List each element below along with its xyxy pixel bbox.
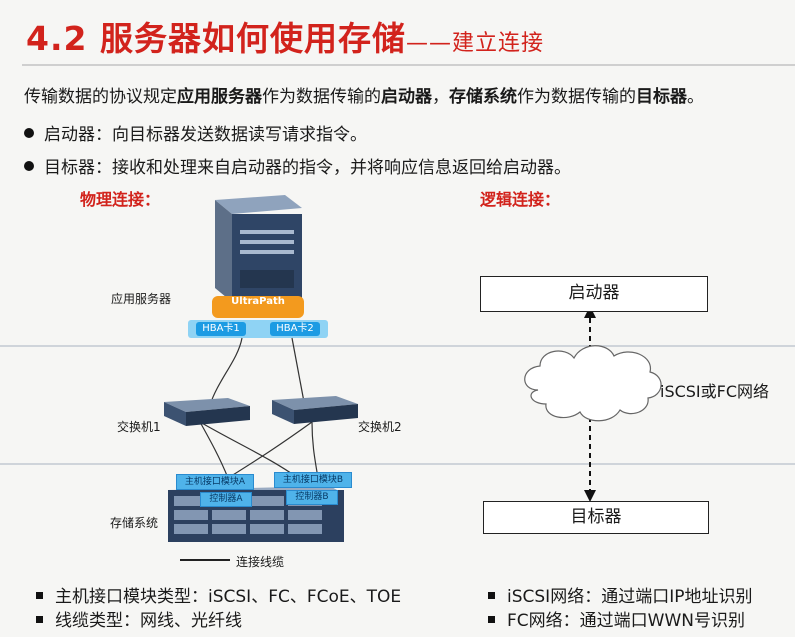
footer-bullet: [36, 591, 43, 599]
intro-bold-storage: 存储系统: [449, 87, 517, 107]
switch-1-icon: [164, 398, 250, 426]
cable-lines: [199, 337, 319, 479]
arrow-up-icon: [584, 306, 596, 318]
hba-card-1: HBA卡1: [196, 322, 246, 336]
bullet-text: 启动器：向目标器发送数据读写请求指令。: [44, 125, 367, 145]
bullet-dot: [24, 128, 34, 138]
footer-text: iSCSI网络：通过端口IP地址识别: [507, 587, 753, 607]
intro-bold-target: 目标器: [636, 87, 687, 107]
footer-text: 主机接口模块类型：iSCSI、FC、FCoE、TOE: [55, 587, 402, 607]
footer-text: 线缆类型：网线、光纤线: [55, 611, 242, 631]
network-label: iSCSI或FC网络: [660, 382, 770, 401]
controller-a: 控制器A: [200, 492, 252, 507]
intro-text: 传输数据的协议规定应用服务器作为数据传输的启动器，存储系统作为数据传输的目标器。: [24, 82, 704, 107]
arrow-down-icon: [584, 490, 596, 502]
footer-right-1: iSCSI网络：通过端口IP地址识别: [488, 582, 752, 607]
target-box: 目标器: [483, 501, 709, 534]
logical-heading: 逻辑连接：: [480, 190, 561, 209]
switch-2-icon: [272, 396, 358, 424]
physical-heading: 物理连接：: [80, 190, 161, 209]
ultrapath-label: UltraPath: [231, 296, 285, 307]
footer-right-2: FC网络：通过端口WWN号识别: [488, 606, 745, 631]
host-module-a: 主机接口模块A: [176, 474, 254, 490]
hba-card-2: HBA卡2: [270, 322, 320, 336]
intro-part: 作为数据传输的: [517, 87, 636, 107]
footer-left-1: 主机接口模块类型：iSCSI、FC、FCoE、TOE: [36, 582, 401, 607]
bullet-text: 目标器：接收和处理来自启动器的指令，并将响应信息返回给启动器。: [44, 158, 571, 178]
switch-1-label: 交换机1: [117, 420, 161, 434]
storage-label: 存储系统: [110, 516, 159, 530]
title-divider: [22, 64, 795, 66]
cloud-icon: [524, 345, 662, 422]
ultrapath-badge: [212, 296, 304, 318]
footer-bullet: [36, 615, 43, 623]
footer-bullet: [488, 615, 495, 623]
footer-left-2: 线缆类型：网线、光纤线: [36, 606, 242, 631]
cable-label: 连接线缆: [236, 555, 285, 569]
switch-2-label: 交换机2: [358, 420, 402, 434]
bullet-dot: [24, 161, 34, 171]
intro-part: ，: [432, 87, 449, 107]
title-sub: ——建立连接: [405, 31, 544, 56]
initiator-box: 启动器: [480, 276, 708, 312]
title-main: 4.2 服务器如何使用存储: [26, 19, 406, 58]
controller-b: 控制器B: [286, 490, 338, 505]
footer-text: FC网络：通过端口WWN号识别: [507, 611, 745, 631]
intro-part: 。: [687, 87, 704, 107]
server-label: 应用服务器: [111, 292, 172, 306]
server-icon: [215, 195, 302, 302]
footer-bullet: [488, 591, 495, 599]
intro-bold-server: 应用服务器: [177, 87, 262, 107]
intro-part: 传输数据的协议规定: [24, 87, 177, 107]
bullet-target: 目标器：接收和处理来自启动器的指令，并将响应信息返回给启动器。: [24, 153, 571, 178]
bullet-initiator: 启动器：向目标器发送数据读写请求指令。: [24, 120, 367, 145]
page-title: 4.2 服务器如何使用存储——建立连接: [26, 12, 544, 60]
intro-part: 作为数据传输的: [262, 87, 381, 107]
intro-bold-initiator: 启动器: [381, 87, 432, 107]
host-module-b: 主机接口模块B: [274, 472, 352, 488]
